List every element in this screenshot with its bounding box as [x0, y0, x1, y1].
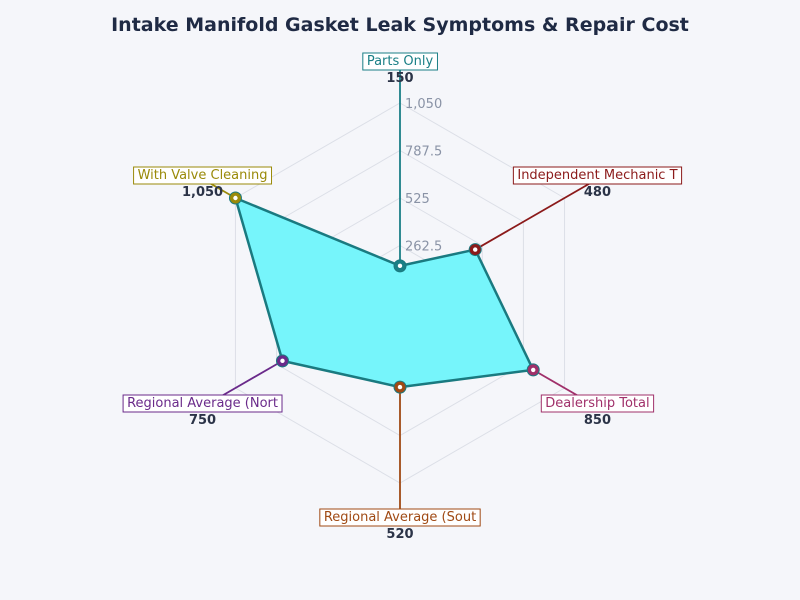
- data-point-center-4: [280, 358, 285, 364]
- axis-label-2: Dealership Total: [545, 396, 649, 411]
- data-point-center-3: [397, 384, 403, 390]
- axis-label-4: Regional Average (Nort: [127, 396, 278, 411]
- axis-label-box-1: [512, 166, 683, 185]
- axis-label-box-3: [319, 508, 481, 527]
- data-point-center-2: [531, 367, 536, 373]
- tick-label-3: 1,050: [405, 97, 442, 112]
- axis-label-1: Independent Mechanic T: [517, 168, 677, 183]
- value-label-5: 1,050: [182, 185, 223, 200]
- axis-label-box-2: [540, 394, 655, 413]
- axis-label-0: Parts Only: [367, 54, 434, 69]
- axis-label-box-4: [122, 394, 283, 413]
- value-label-4: 750: [189, 413, 216, 428]
- chart-title: Intake Manifold Gasket Leak Symptoms & R…: [111, 14, 689, 36]
- data-point-center-5: [233, 195, 238, 201]
- value-label-0: 150: [386, 71, 413, 86]
- tick-label-1: 525: [405, 192, 430, 207]
- data-point-center-1: [473, 247, 478, 252]
- value-label-3: 520: [386, 527, 413, 542]
- value-label-1: 480: [584, 185, 611, 200]
- value-label-2: 850: [584, 413, 611, 428]
- data-point-center-0: [397, 263, 403, 269]
- tick-label-2: 787.5: [405, 145, 442, 160]
- axis-label-5: With Valve Cleaning: [138, 168, 268, 183]
- axis-label-box-5: [133, 166, 273, 185]
- axis-label-box-0: [362, 52, 438, 71]
- tick-label-0: 262.5: [405, 240, 442, 255]
- axis-label-3: Regional Average (Sout: [324, 510, 476, 525]
- axis-line-1: [474, 178, 598, 251]
